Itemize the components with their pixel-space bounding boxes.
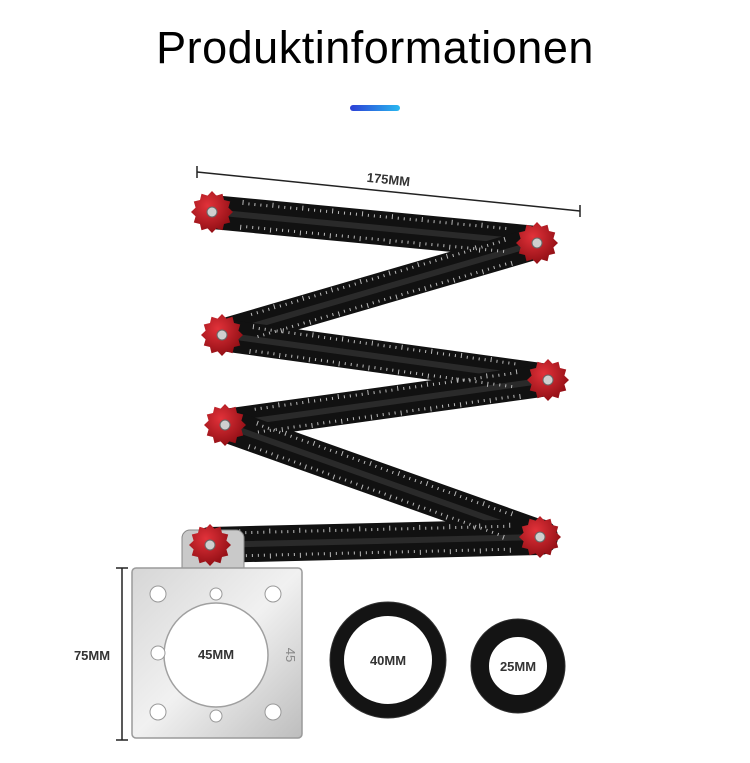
plate-engraving: 45 [283, 648, 298, 662]
dimension-line-top [196, 166, 581, 217]
folding-ruler [192, 195, 564, 563]
dimension-label-top: 175MM [366, 170, 411, 189]
plate-hole-label: 45MM [198, 647, 234, 662]
red-knobs [189, 191, 569, 566]
ring-small-label: 25MM [500, 659, 536, 674]
template-plate [131, 567, 303, 739]
title-accent-bar [350, 105, 400, 111]
ruler-scale-marks [239, 199, 521, 560]
ring-25mm [470, 618, 566, 714]
ring-large-label: 40MM [370, 653, 406, 668]
page-title: Produktinformationen [156, 22, 594, 73]
dimension-label-left: 75MM [74, 648, 110, 663]
dimension-line-left [116, 567, 128, 741]
ring-40mm [329, 601, 447, 719]
